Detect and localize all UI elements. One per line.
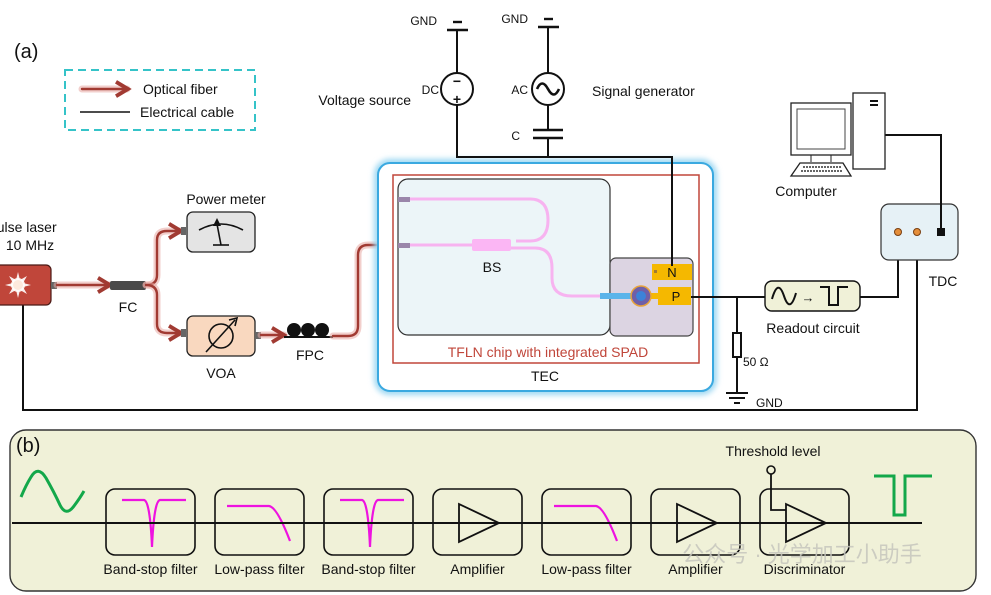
- tdc: TDC: [880, 203, 959, 289]
- tdc-label: TDC: [929, 273, 958, 289]
- tec-label: TEC: [531, 368, 559, 384]
- chip-label: TFLN chip with integrated SPAD: [448, 344, 649, 360]
- fpc: FPC: [284, 323, 333, 363]
- fpc-paddle-1: [287, 323, 301, 337]
- resistor-label: 50 Ω: [743, 355, 769, 369]
- block-label: Low-pass filter: [214, 561, 305, 577]
- tdc-usb-port: [937, 228, 945, 236]
- fiber-fpc-to-chip: [331, 236, 399, 338]
- computer-label: Computer: [775, 183, 837, 199]
- block-lowpass: Low-pass filter: [214, 488, 305, 577]
- waveguide-to-spad: [511, 246, 602, 298]
- readout-circuit: → Readout circuit: [764, 280, 861, 336]
- signal-generator-label: Signal generator: [592, 83, 695, 99]
- capacitor-label: C: [511, 129, 520, 143]
- fpc-label: FPC: [296, 347, 324, 363]
- block-bandstop: Band-stop filter: [103, 488, 198, 577]
- bandstop-response-icon: [122, 498, 186, 548]
- bs-label: BS: [483, 259, 502, 275]
- dc-minus: −: [453, 73, 461, 89]
- sync-cable: [22, 233, 918, 411]
- block-label: Amplifier: [668, 561, 723, 577]
- voa: VOA: [181, 315, 261, 381]
- pulse-laser: Pulse laser 10 MHz: [0, 219, 57, 306]
- beam-splitter: [472, 239, 511, 251]
- panel-b-label: (b): [16, 435, 40, 457]
- block-lowpass: Low-pass filter: [541, 488, 632, 577]
- block-label: Band-stop filter: [321, 561, 415, 577]
- p-pad: [658, 287, 691, 305]
- block-label: Amplifier: [450, 561, 505, 577]
- readout-arrow: →: [802, 290, 815, 305]
- voltage-source-label: Voltage source: [318, 92, 411, 108]
- input-sine-icon: [19, 469, 86, 513]
- bandstop-response-icon: [340, 498, 404, 548]
- meter-needle-icon: [198, 218, 244, 246]
- input-port-2: [398, 243, 410, 248]
- output-pulse-icon: [874, 474, 932, 517]
- block-bandstop: Band-stop filter: [321, 488, 416, 577]
- legend: Optical fiber Electrical cable: [64, 69, 256, 131]
- fpc-paddle-2: [301, 323, 315, 337]
- block-label: Discriminator: [764, 561, 846, 577]
- block-label: Low-pass filter: [541, 561, 632, 577]
- pulse-laser-label: Pulse laser: [0, 219, 57, 235]
- sine-icon: [771, 286, 797, 306]
- keyboard-icon: [789, 162, 853, 177]
- power-meter-label: Power meter: [186, 191, 266, 207]
- voa-label: VOA: [206, 365, 236, 381]
- threshold-input-terminal: [766, 465, 776, 475]
- ac-gnd-label: GND: [501, 12, 528, 26]
- fc-label: FC: [119, 299, 138, 315]
- fiber-to-voa: [144, 283, 185, 342]
- tdc-input-1: [894, 228, 902, 236]
- gnd-bottom-label: GND: [756, 396, 783, 410]
- attenuator-icon: [205, 316, 239, 353]
- threshold-wire: [770, 474, 786, 511]
- bias-cable: [456, 105, 673, 266]
- signal-generator: GND AC Signal generator C: [501, 12, 695, 157]
- tdc-input-2: [913, 228, 921, 236]
- resistor-50-ohm: [732, 332, 742, 358]
- readout-label: Readout circuit: [766, 320, 859, 336]
- panel-a-label: (a): [14, 41, 38, 63]
- n-pad: [652, 264, 692, 280]
- pulse-icon: [820, 286, 848, 306]
- watermark: 公众号 · 光学加工小助手: [682, 542, 922, 567]
- dc-plus: +: [453, 91, 461, 107]
- ac-tag: AC: [511, 83, 528, 97]
- waveguide-upper: [410, 197, 550, 243]
- input-port-1: [398, 197, 410, 202]
- sine-icon: [535, 82, 561, 96]
- lowpass-response-icon: [227, 504, 292, 542]
- p-pad-label: P: [672, 289, 681, 304]
- n-pad-label: N: [667, 265, 676, 280]
- dc-gnd-label: GND: [410, 14, 437, 28]
- lowpass-response-icon: [554, 504, 619, 542]
- legend-electrical-cable: Electrical cable: [140, 104, 234, 120]
- voltage-source: GND − + DC Voltage source: [318, 14, 673, 266]
- spad-waveguide: [600, 293, 636, 299]
- computer: Computer: [775, 92, 886, 199]
- tdc-to-computer-cable: [885, 134, 942, 228]
- dc-tag: DC: [422, 83, 440, 97]
- computer-tower: [852, 92, 886, 170]
- fiber-to-power-meter: [144, 222, 185, 287]
- processing-blocks: Band-stop filter Low-pass filter Band-stop…: [12, 488, 922, 577]
- pulse-laser-freq: 10 MHz: [6, 237, 54, 253]
- tfln-chip: [392, 174, 700, 364]
- power-meter: Power meter: [181, 191, 266, 253]
- fiber-coupler: [110, 281, 146, 290]
- photonic-region: [397, 178, 611, 336]
- legend-optical-fiber: Optical fiber: [143, 81, 218, 97]
- block-label: Band-stop filter: [103, 561, 197, 577]
- laser-burst-icon: [5, 272, 31, 298]
- threshold-label: Threshold level: [726, 443, 821, 459]
- fpc-paddle-3: [315, 323, 329, 337]
